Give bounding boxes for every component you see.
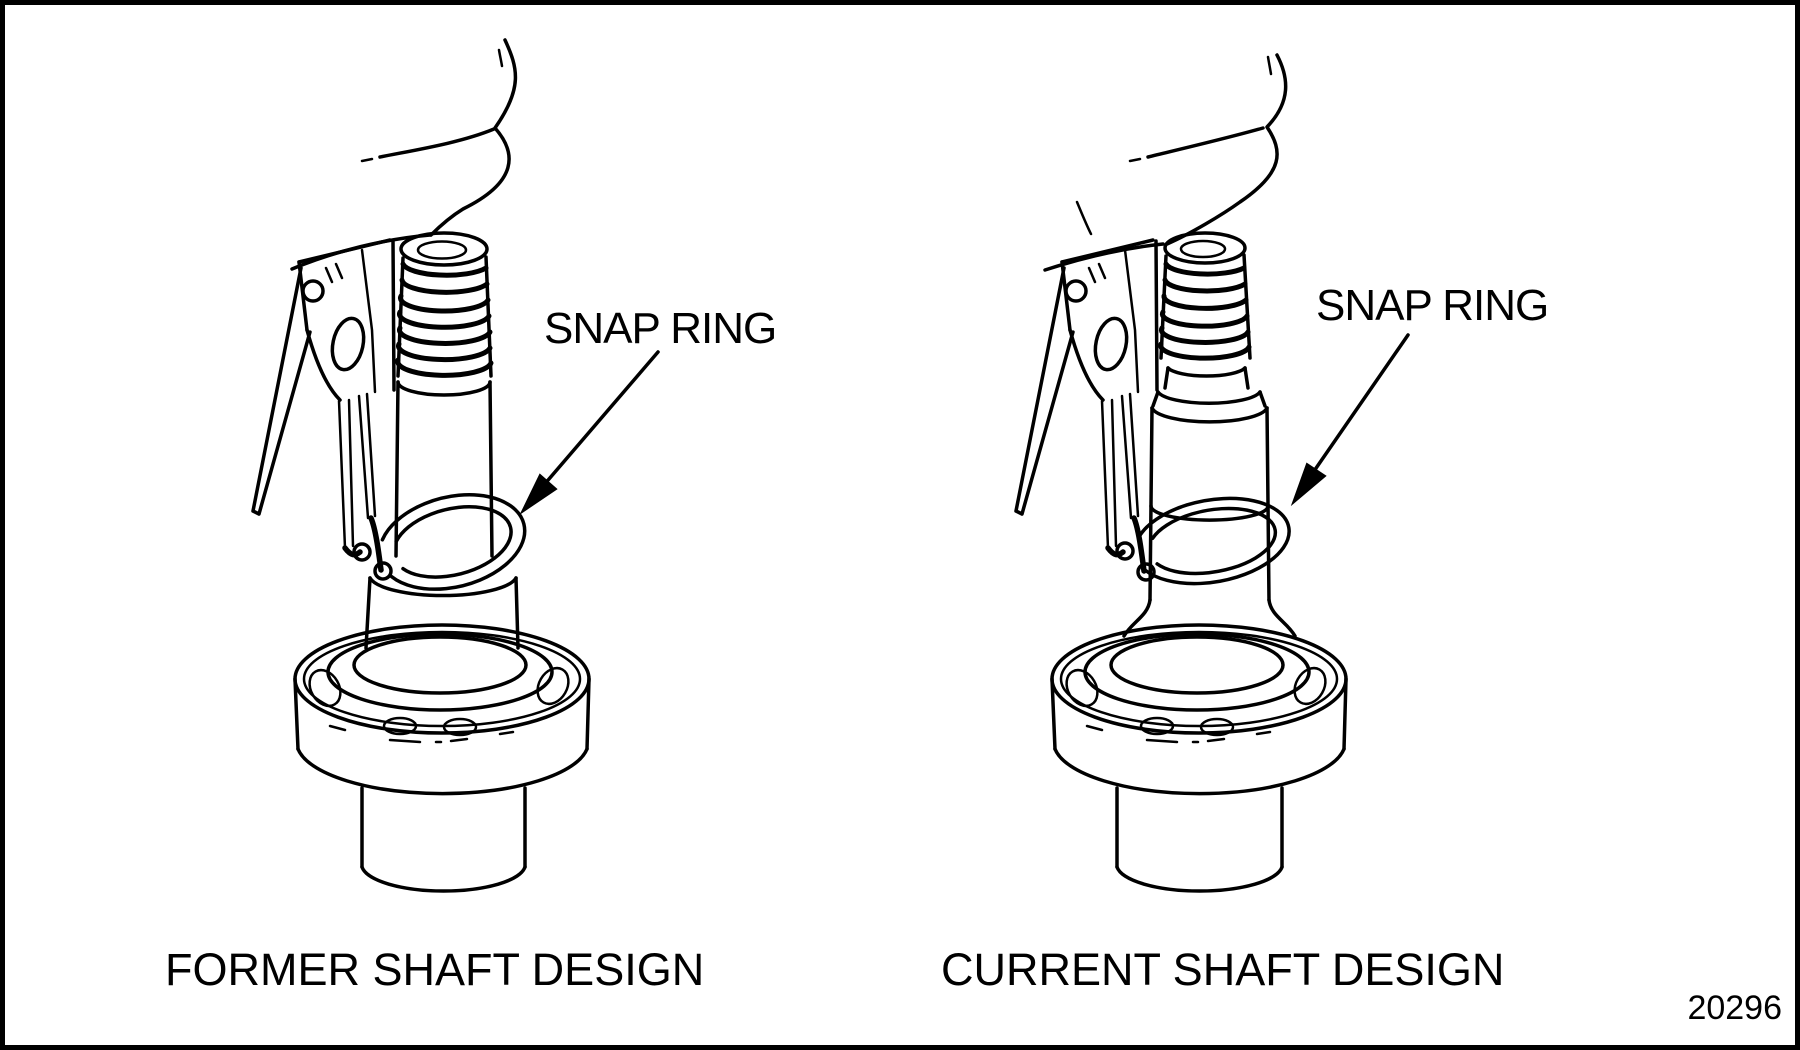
- caption-former-shaft-design: FORMER SHAFT DESIGN: [165, 944, 705, 995]
- snap-ring-eyelet: [1115, 541, 1135, 561]
- bearing-ball: [536, 666, 570, 706]
- pliers-jaw-rear-left: [357, 392, 377, 520]
- caption-current-shaft-design: CURRENT SHAFT DESIGN: [941, 944, 1505, 995]
- arrowhead: [1290, 462, 1327, 507]
- snap-ring-right-drawing: [1115, 496, 1291, 586]
- bearing-ball: [1139, 716, 1175, 736]
- pliers-handle-right: [1014, 266, 1075, 516]
- threaded-shaft-right: [1122, 231, 1297, 638]
- snap-ring-eyelet: [1136, 562, 1156, 582]
- hand-drawing-left: [290, 38, 518, 271]
- former-shaft-illustration: [251, 38, 660, 893]
- hand-drawing-right: [1043, 53, 1288, 272]
- pliers-handle-left: [251, 266, 312, 516]
- pliers-jaw-front-right: [1100, 398, 1118, 550]
- bearing-left: [293, 576, 591, 796]
- bearing-ball: [1293, 666, 1327, 706]
- bearing-ball: [1065, 668, 1099, 708]
- pliers-handle-hole-left: [330, 316, 366, 372]
- bearing-ball: [1199, 717, 1235, 737]
- snap-ring-label-left: SNAP RING: [544, 304, 777, 353]
- lower-shaft-left: [360, 786, 527, 893]
- bearing-ball: [308, 668, 342, 708]
- bearing-ball: [442, 717, 478, 737]
- lower-shaft-right: [1115, 786, 1284, 893]
- snap-ring-pliers-left: [251, 238, 396, 573]
- snap-ring-groove: [1149, 504, 1270, 522]
- leader-arrow-left: [519, 350, 660, 515]
- bearing-right: [1050, 623, 1348, 796]
- pliers-jaw-front-left: [337, 398, 355, 550]
- threaded-shaft-left: [394, 231, 494, 558]
- bearing-ball: [382, 716, 418, 736]
- snap-ring-left-drawing: [352, 493, 527, 591]
- leader-arrow-right: [1290, 333, 1410, 507]
- snap-ring-pliers-right: [1014, 238, 1159, 574]
- snap-ring-eyelet: [373, 561, 393, 581]
- snap-ring-eyelet: [352, 542, 372, 562]
- snap-ring-label-right: SNAP RING: [1316, 281, 1549, 330]
- figure-number: 20296: [1687, 989, 1782, 1027]
- current-shaft-illustration: [1014, 53, 1410, 893]
- pliers-handle-hole-right: [1093, 316, 1129, 372]
- pliers-pivot-pin-left: [301, 279, 325, 303]
- arrowhead: [519, 473, 558, 515]
- pliers-jaw-rear-right: [1120, 392, 1140, 520]
- pliers-pivot-pin-right: [1064, 279, 1088, 303]
